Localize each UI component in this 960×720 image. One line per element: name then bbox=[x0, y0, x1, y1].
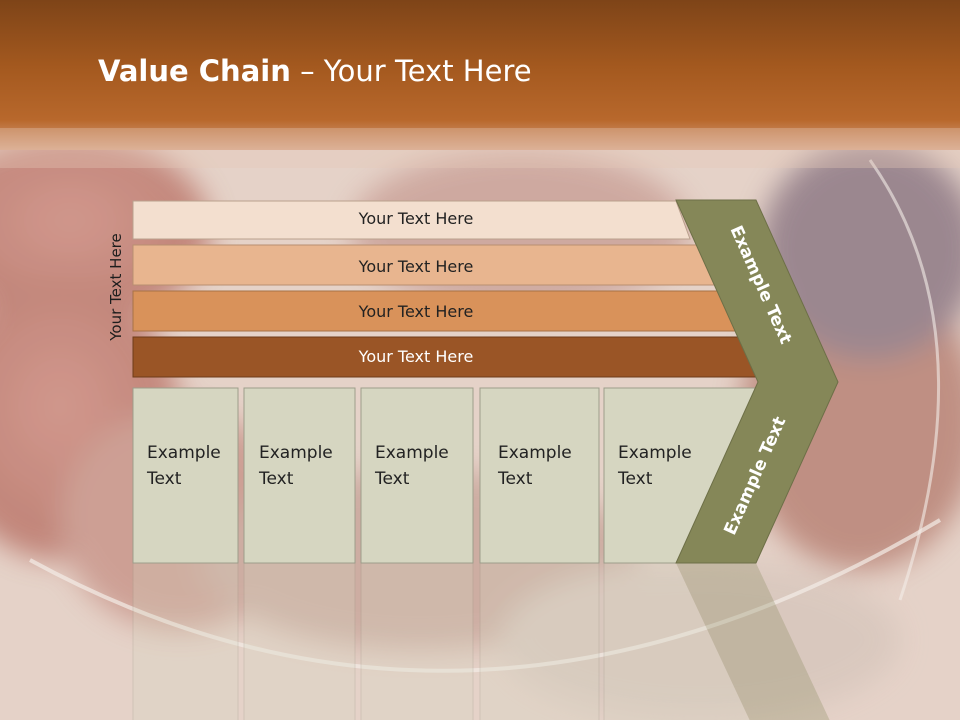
chevron-arrow bbox=[675, 199, 839, 564]
column-text-3a: Example bbox=[375, 443, 449, 463]
column-text-1a: Example bbox=[147, 443, 221, 463]
row-label-2: Your Text Here bbox=[358, 257, 474, 276]
column-text-2a: Example bbox=[259, 443, 333, 463]
row-shape-1 bbox=[132, 200, 691, 240]
title-bold: Value Chain bbox=[98, 54, 291, 88]
column-box-4 bbox=[479, 387, 600, 564]
column-text-3b: Text bbox=[374, 469, 410, 489]
row-label-4: Your Text Here bbox=[358, 347, 474, 366]
title-rest: – Your Text Here bbox=[290, 54, 532, 88]
column-text-2b: Text bbox=[258, 469, 294, 489]
column-text-4a: Example bbox=[498, 443, 572, 463]
column-text-5a: Example bbox=[618, 443, 692, 463]
column-box-2 bbox=[243, 387, 356, 564]
column-box-1 bbox=[132, 387, 239, 564]
column-text-5b: Text bbox=[617, 469, 653, 489]
reflection bbox=[132, 562, 830, 720]
column-text-1b: Text bbox=[146, 469, 182, 489]
column-box-3 bbox=[360, 387, 474, 564]
row-label-1: Your Text Here bbox=[358, 209, 474, 228]
row-label-3: Your Text Here bbox=[358, 302, 474, 321]
page-title: Value Chain – Your Text Here bbox=[98, 54, 532, 88]
column-text-4b: Text bbox=[497, 469, 533, 489]
